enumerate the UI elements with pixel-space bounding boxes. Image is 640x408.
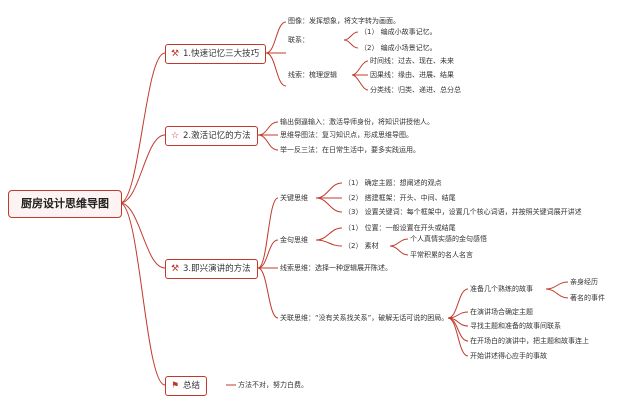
node-rel-5[interactable]: 开始讲述得心应手的事故 <box>470 352 547 360</box>
branch-summary[interactable]: ⚑总结 <box>165 376 208 396</box>
node-association-2[interactable]: （2） 编成小场景记忆。 <box>360 44 437 52</box>
node-clue-class[interactable]: 分类线：归类、递进、总分总 <box>370 86 461 94</box>
node-image[interactable]: 图像：发挥想象，将文字转为画面。 <box>288 17 400 25</box>
root-node[interactable]: 厨房设计思维导图 <box>8 190 122 218</box>
star-outline-icon: ☆ <box>170 131 180 141</box>
tools-icon: ⚒ <box>170 264 180 274</box>
node-key-3[interactable]: （3） 设置关键词：每个框架中，设置几个核心词语，并按照关键词展开讲述 <box>344 208 582 216</box>
node-gold-1[interactable]: （1） 位置：一般设置在开头或结尾 <box>344 224 456 232</box>
branch-activate-memory[interactable]: ☆2.激活记忆的方法 <box>165 126 258 146</box>
branch-impromptu-speech[interactable]: ⚒3.即兴演讲的方法 <box>165 259 258 279</box>
node-line-thinking[interactable]: 线索思维：选择一种逻辑展开陈述。 <box>280 264 392 272</box>
node-rel-1b[interactable]: 著名的事件 <box>570 294 605 302</box>
node-gold-2a[interactable]: 个人真情实感的金句感悟 <box>410 235 487 243</box>
node-clue-cause[interactable]: 因果线：缘由、进展、结果 <box>370 71 454 79</box>
node-gold-2b[interactable]: 平常积累的名人名言 <box>410 251 473 259</box>
node-gold-2[interactable]: （2） 素材 <box>344 242 379 250</box>
node-key-thinking[interactable]: 关键思维 <box>280 194 308 202</box>
node-clue-time[interactable]: 时间线：过去、现在、未来 <box>370 57 454 65</box>
node-rel-3[interactable]: 寻找主题和准备的故事间联系 <box>470 322 561 330</box>
flag-icon: ⚑ <box>170 381 180 391</box>
branch-label: 3.即兴演讲的方法 <box>183 264 251 274</box>
node-rel-2[interactable]: 在演讲场合确定主题 <box>470 308 533 316</box>
branch-memory-tips[interactable]: ⚒1.快速记忆三大技巧 <box>165 44 267 64</box>
node-clue[interactable]: 线索：梳理逻辑 <box>288 71 337 79</box>
branch-label: 总结 <box>183 381 201 391</box>
node-rel-1[interactable]: 准备几个熟练的故事 <box>470 285 533 293</box>
node-mindmap-method[interactable]: 思维导图法：复习知识点，形成思维导图。 <box>280 131 413 139</box>
branch-label: 2.激活记忆的方法 <box>183 131 251 141</box>
node-key-2[interactable]: （2） 搭建框架：开头、中间、结尾 <box>344 194 456 202</box>
node-key-1[interactable]: （1） 确定主题：想阐述的观点 <box>344 179 442 187</box>
node-summary-text[interactable]: 方法不对，努力白费。 <box>238 381 308 389</box>
node-rel-1a[interactable]: 亲身经历 <box>570 278 598 286</box>
branch-label: 1.快速记忆三大技巧 <box>183 49 260 59</box>
node-association[interactable]: 联系： <box>288 36 309 44</box>
node-relation-thinking[interactable]: 关联思维：“没有关系找关系”，破解无话可说的困局。 <box>280 314 449 322</box>
node-practice[interactable]: 举一反三法：在日常生活中，要多实践运用。 <box>280 146 420 154</box>
node-association-1[interactable]: （1） 编成小故事记忆。 <box>360 28 437 36</box>
node-golden-sentence[interactable]: 金句思维 <box>280 236 308 244</box>
tools-icon: ⚒ <box>170 49 180 59</box>
node-output-input[interactable]: 输出倒逼输入：激活导师身份，将知识讲授他人。 <box>280 118 434 126</box>
node-rel-4[interactable]: 在开场白的演讲中，把主题和故事连上 <box>470 337 589 345</box>
